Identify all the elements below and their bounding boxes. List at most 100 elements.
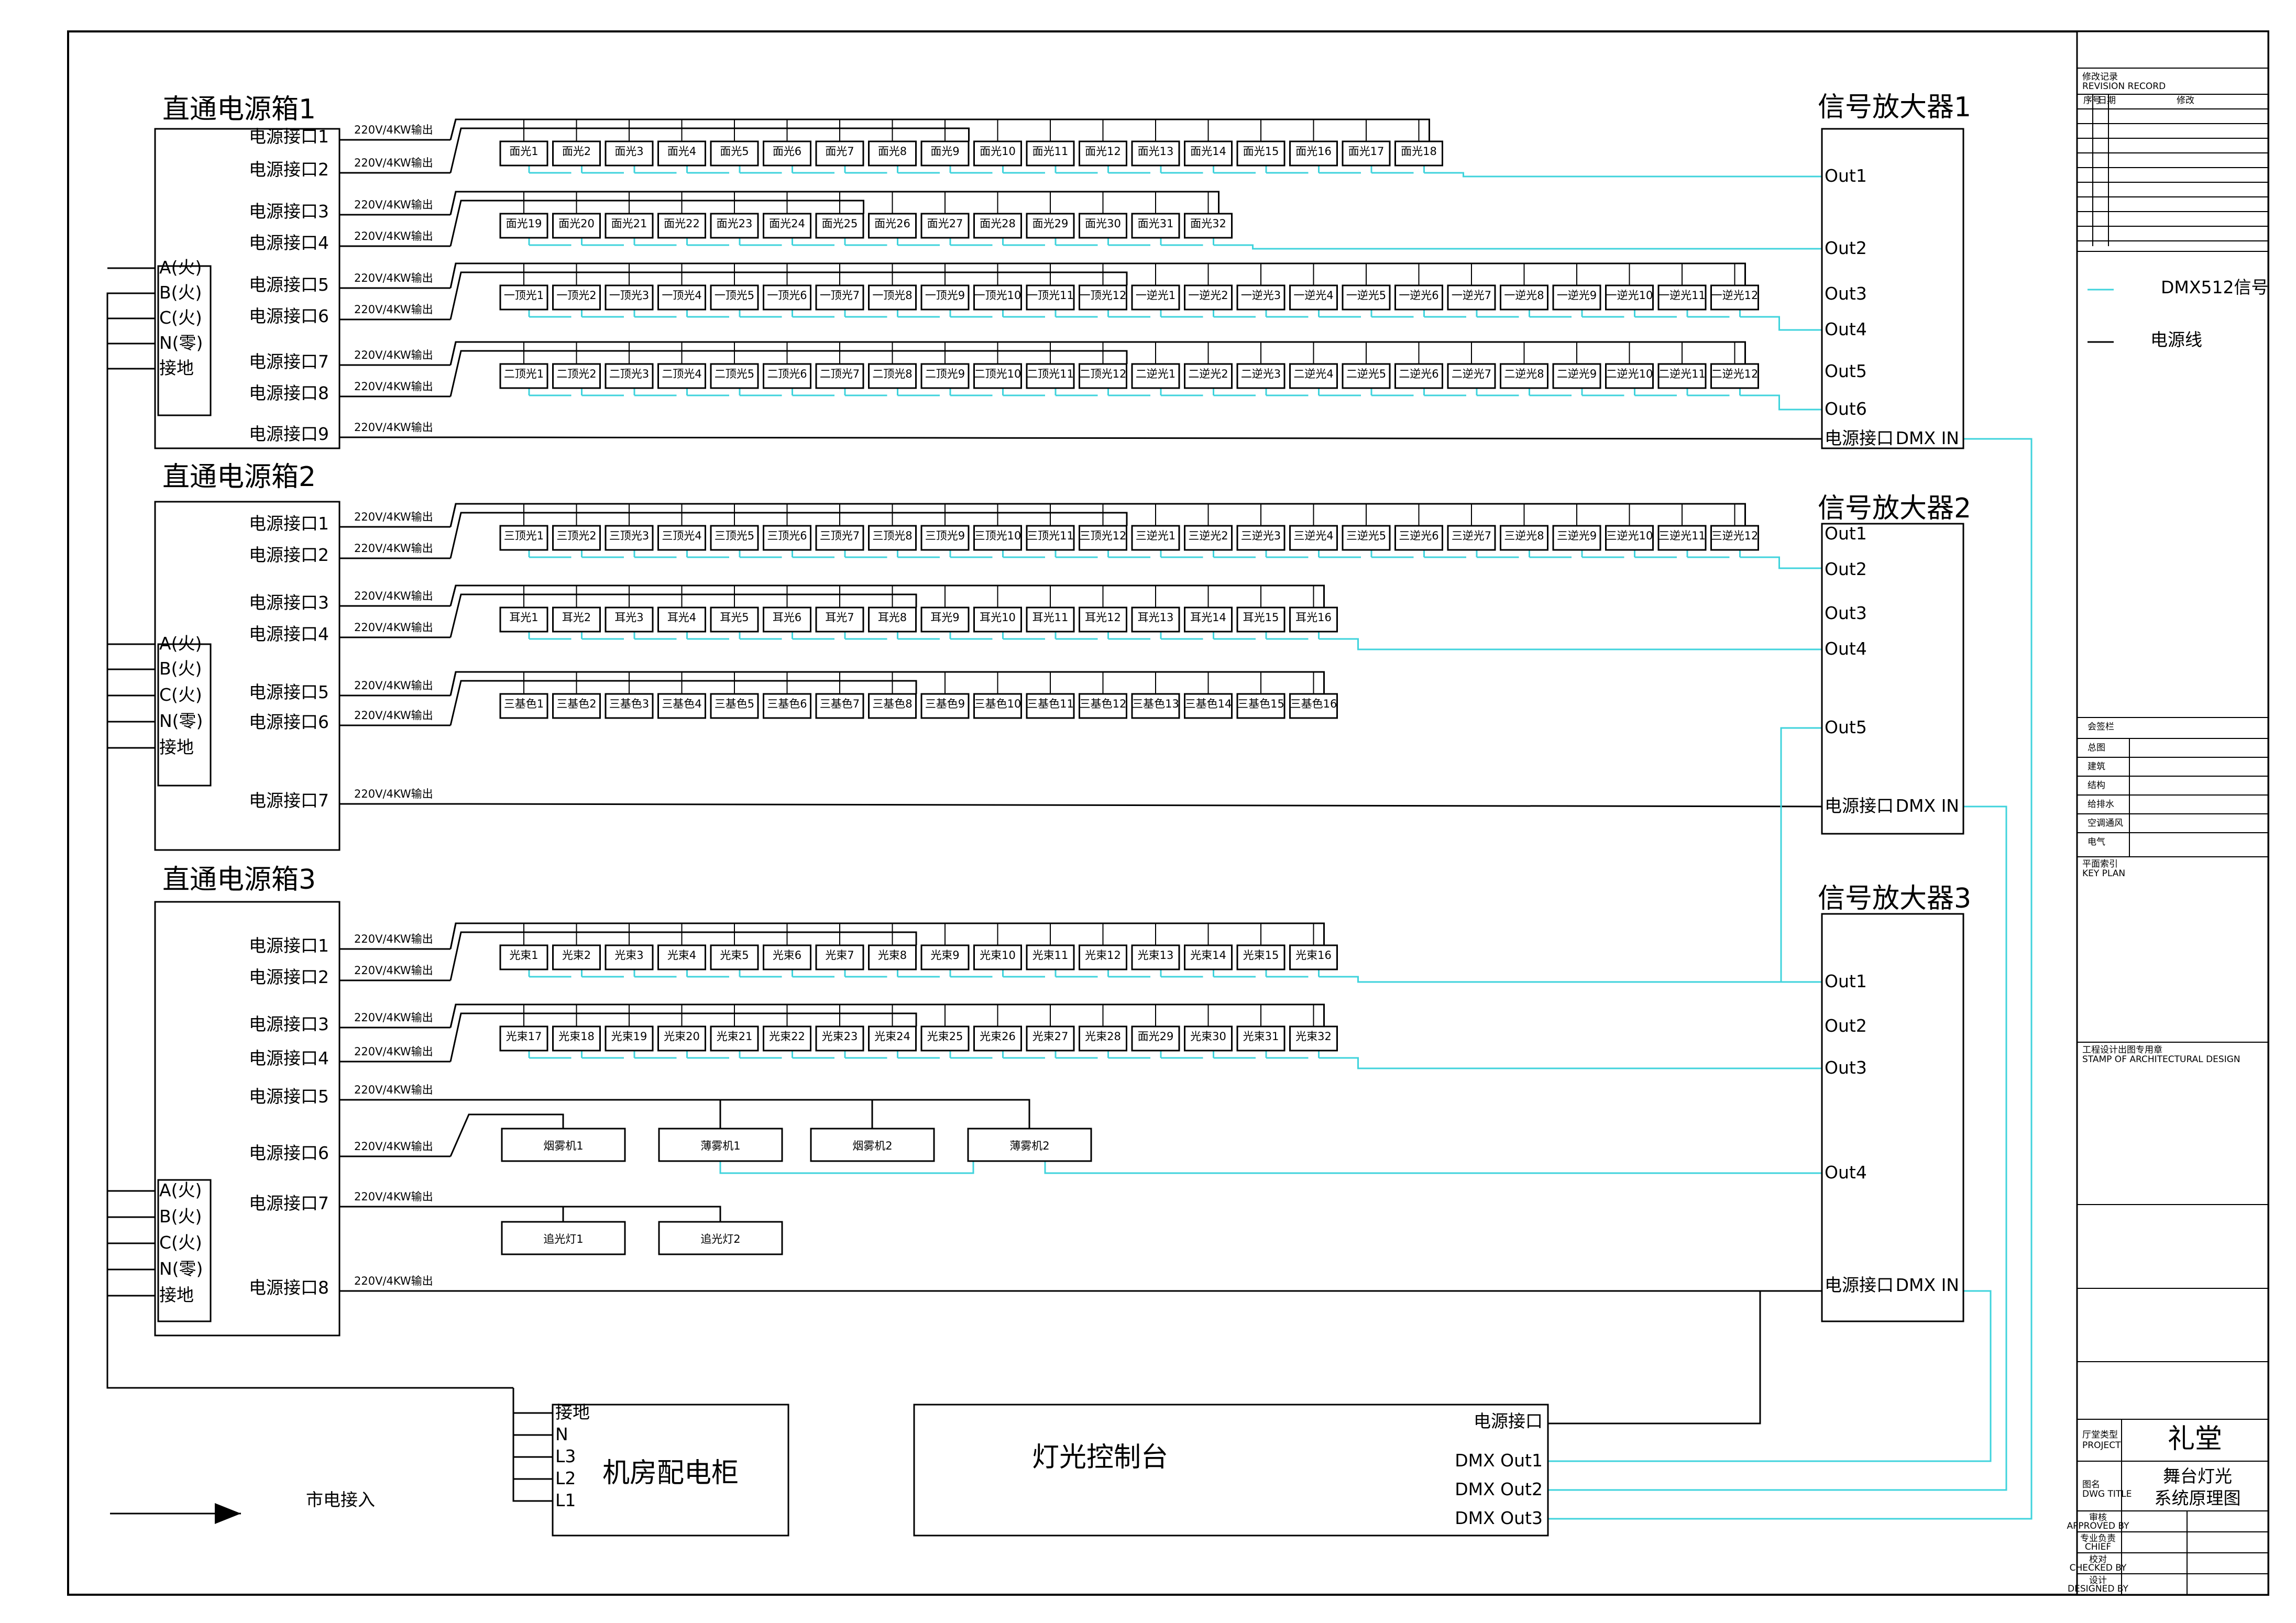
fixture-box [1131,525,1180,551]
console-power [1548,1291,1761,1425]
fixture-label: 一顶光5 [715,289,754,302]
fixture-box [1605,525,1654,551]
fixture-box [1079,140,1127,167]
fixture-box [815,1025,864,1052]
fixture-label: 面光28 [980,217,1016,230]
wire [449,191,1220,215]
fixture-label: 光束2 [562,949,591,962]
fixture-label: 面光10 [980,145,1016,158]
signature-header: 会签栏 [2088,722,2114,732]
fixture-label: 三逆光4 [1293,529,1333,542]
output-rating-label: 220V/4KW输出 [354,933,433,945]
fixture-label: 耳光15 [1243,611,1279,624]
fixture-label: 三逆光11 [1658,529,1706,542]
amplifier-output-label: Out3 [1825,283,1867,304]
fixture-label: 耳光4 [667,611,696,624]
amplifier-output-label: Out5 [1825,361,1867,381]
dmx-console-out [1548,1290,1992,1462]
fixture-label: 一逆光9 [1557,289,1597,302]
fixture-box [499,1025,548,1052]
output-rating-label: 220V/4KW输出 [354,1045,433,1058]
fixture-box [1184,944,1233,970]
fixture-box [868,1025,917,1052]
fixture-label: 耳光11 [1032,611,1069,624]
fixture-box [920,284,970,311]
fixture-box [815,525,864,551]
amplifier-dmx-in-label: DMX IN [1896,1275,1959,1295]
fixture-box [868,284,917,311]
signature-row: 空调通风 [2088,818,2123,829]
fixture-box [605,606,654,633]
fixture-label: 三基色14 [1185,698,1232,710]
dmx-console-out [1548,438,2033,1520]
power-port-label: 电源接口2 [249,967,329,987]
effect-device-label: 追光灯1 [543,1233,583,1245]
fixture-label: 光束30 [1190,1030,1226,1043]
phase-terminal-label: N(零) [159,711,203,731]
fixture-label: 三基色6 [767,698,807,710]
amplifier-output-label: Out6 [1825,399,1867,419]
amplifier-output-label: Out5 [1825,717,1867,737]
amplifier-output-label: Out4 [1825,319,1867,339]
console-dmx-out-label: DMX Out2 [1455,1479,1543,1499]
fixture-box [920,606,970,633]
panel-terminal-label: L1 [555,1490,576,1510]
fixture-label: 耳光10 [980,611,1016,624]
fixture-box [1184,213,1233,239]
role-label: DESIGNED BY [2068,1584,2128,1594]
fixture-label: 面光4 [667,145,696,158]
fixture-box [499,284,548,311]
fixture-label: 二逆光6 [1399,368,1438,380]
fixture-label: 三逆光6 [1399,529,1438,542]
fixture-label: 二逆光2 [1188,368,1228,380]
fixture-box [552,140,601,167]
effect-device-label: 薄雾机2 [1009,1140,1049,1152]
signal-amplifier [1821,128,1964,449]
fixture-label: 光束10 [980,949,1016,962]
fixture-box [1394,284,1443,311]
fixture-label: 面光8 [878,145,907,158]
project-label: PROJECT [2082,1440,2121,1451]
fixture-box [815,284,864,311]
fixture-box [1236,284,1286,311]
power-port-label: 电源接口6 [249,306,329,326]
fixture-label: 三逆光3 [1241,529,1281,542]
dmx-to-amp [1319,1057,1822,1069]
fixture-label: 三顶光12 [1080,529,1127,542]
fixture-box [1026,525,1075,551]
followspot-power [451,1206,721,1222]
distribution-panel-title: 机房配电柜 [602,1458,739,1489]
fixture-label: 光束12 [1085,949,1121,962]
fixture-box [552,213,601,239]
amplifier-output-label: Out2 [1825,1015,1867,1036]
fixture-label: 光束23 [822,1030,858,1043]
phase-terminal-label: C(火) [159,684,202,705]
fixture-box [1026,140,1075,167]
fixture-box [1657,363,1707,389]
fixture-label: 三顶光3 [609,529,649,542]
fixture-label: 三逆光2 [1188,529,1228,542]
phase-terminal-label: A(火) [159,633,202,654]
dmx-to-amp [1740,394,1822,411]
fixture-label: 二逆光12 [1711,368,1759,380]
fixture-box [657,284,706,311]
wire [449,680,917,726]
drawing-title: 舞台灯光 [2163,1466,2232,1486]
dmx-to-amp [1740,556,1822,569]
fixture-label: 光束11 [1032,949,1069,962]
output-rating-label: 220V/4KW输出 [354,964,433,977]
fixture-box [973,525,1022,551]
fixture-box [1394,140,1443,167]
fixture-box [1289,606,1338,633]
fixture-label: 三顶光9 [925,529,965,542]
fixture-box [1079,284,1127,311]
fixture-label: 一顶光10 [974,289,1021,302]
power-port-label: 电源接口7 [249,351,329,372]
fixture-box [710,284,759,311]
fixture-box [1131,606,1180,633]
fixture-label: 二顶光9 [925,368,965,380]
power-port-label: 电源接口5 [249,682,329,702]
amplifier-output-label: Out3 [1825,1057,1867,1078]
